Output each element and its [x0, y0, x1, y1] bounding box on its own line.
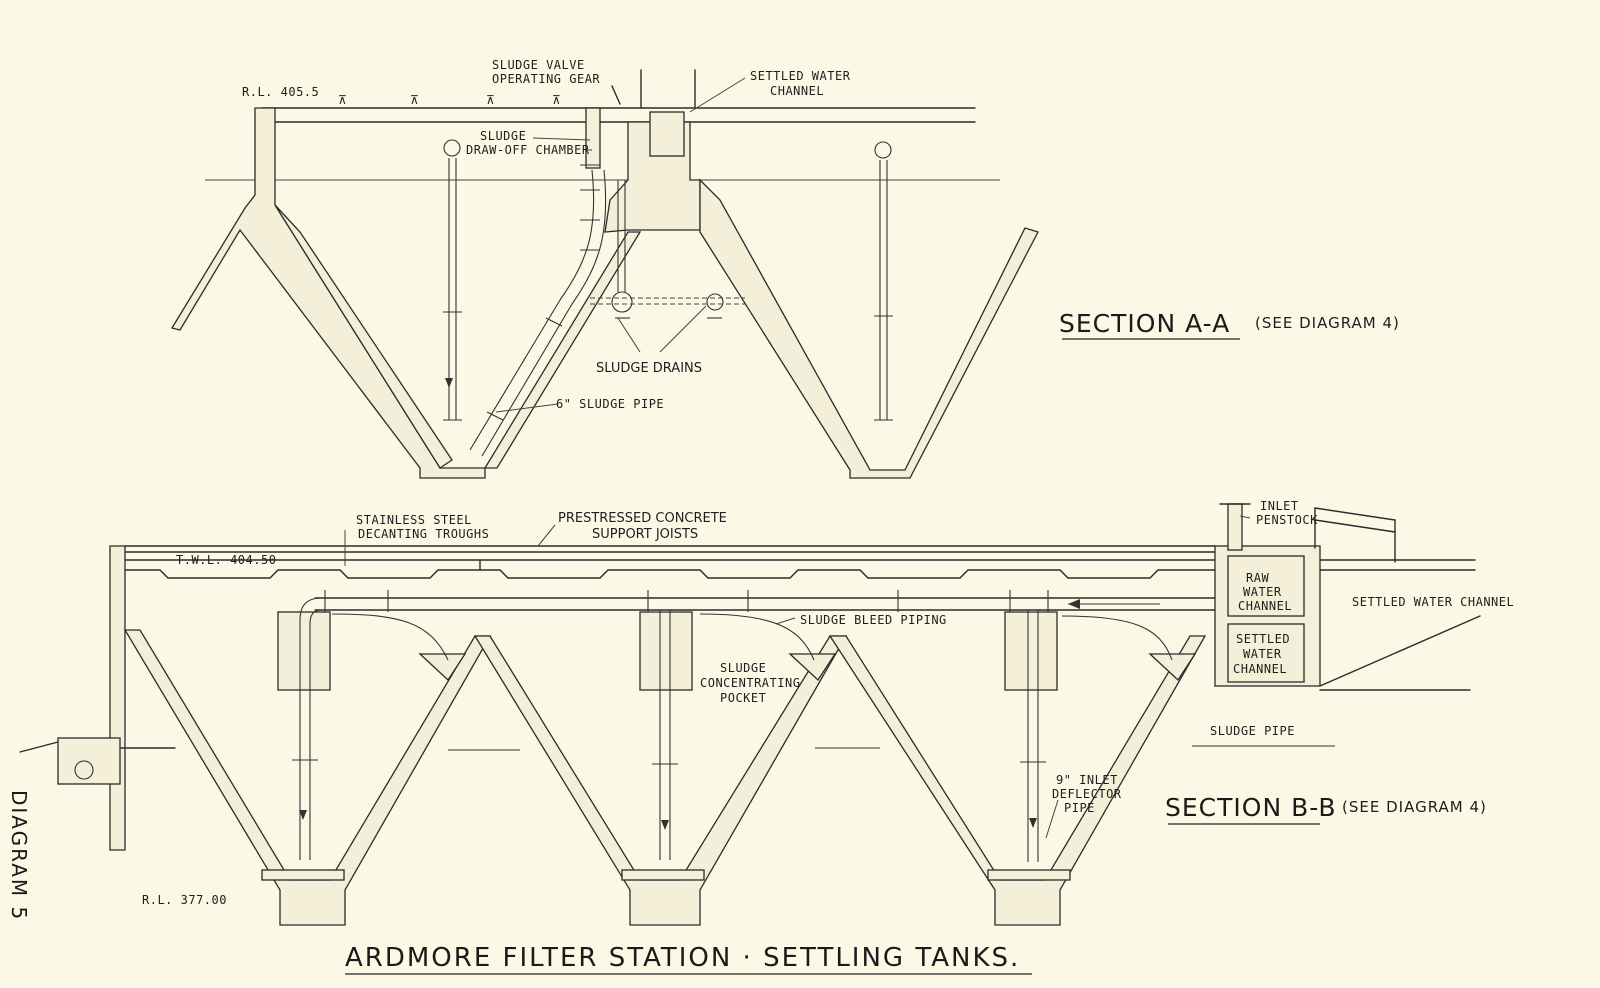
hopper-bb-3 [828, 635, 1207, 926]
deflector-label-3: PIPE [1064, 801, 1095, 815]
inlet-label-1: INLET [1260, 499, 1299, 513]
hopper-aa-left [170, 107, 486, 479]
sludge-pipe-label: SLUDGE PIPE [1210, 724, 1295, 738]
pocket-label-2: CONCENTRATING [700, 676, 800, 690]
svg-text:⊼: ⊼ [552, 93, 561, 107]
settled-box-label-2: WATER [1243, 647, 1282, 661]
diagram-number-label: DIAGRAM 5 [7, 790, 31, 921]
bleed-label: SLUDGE BLEED PIPING [800, 613, 947, 627]
troughs-label-2: DECANTING TROUGHS [358, 527, 489, 541]
deflector-label-2: DEFLECTOR [1052, 787, 1122, 801]
joists-label-1: PRESTRESSED CONCRETE [558, 511, 727, 526]
section-aa-note: (SEE DIAGRAM 4) [1255, 314, 1400, 332]
section-aa-structure: ⊼ ⊼ ⊼ ⊼ [170, 69, 1039, 479]
deflector-label-1: 9" INLET [1056, 773, 1118, 787]
sludge-valve-label-1: SLUDGE VALVE [492, 58, 585, 72]
section-bb-heading: SECTION B-B [1165, 793, 1337, 822]
section-aa-piping [443, 77, 893, 457]
hopper-aa-left-wall [274, 204, 453, 469]
svg-text:⊼: ⊼ [486, 93, 495, 107]
section-aa-labels: R.L. 405.5 SLUDGE VALVE OPERATING GEAR S… [242, 58, 1400, 411]
section-bb-labels: STAINLESS STEEL DECANTING TROUGHS PRESTR… [142, 499, 1514, 907]
raw-water-channel-box [1227, 555, 1305, 617]
settled-water-label-1: SETTLED WATER [750, 69, 851, 83]
rl-top-label: R.L. 405.5 [242, 85, 319, 99]
drawing-title: ARDMORE FILTER STATION · SETTLING TANKS. [345, 943, 1020, 973]
section-bb-note: (SEE DIAGRAM 4) [1342, 798, 1487, 816]
settled-water-channel-box-bb [1227, 623, 1305, 683]
svg-text:⊼: ⊼ [338, 93, 347, 107]
troughs-label-1: STAINLESS STEEL [356, 513, 472, 527]
left-valve-box [57, 737, 121, 785]
twl-label: T.W.L. 404.50 [176, 553, 276, 567]
left-wall-bb [109, 545, 126, 851]
settled-water-label-2: CHANNEL [770, 84, 824, 98]
raw-label-1: RAW [1246, 571, 1269, 585]
pocket-label-1: SLUDGE [720, 661, 766, 675]
inlet-label-2: PENSTOCK [1256, 513, 1318, 527]
settled-channel-right-label: SETTLED WATER CHANNEL [1352, 595, 1514, 609]
drawoff-label-2: DRAW-OFF CHAMBER [466, 143, 590, 157]
svg-text:⊼: ⊼ [410, 93, 419, 107]
raw-label-2: WATER [1243, 585, 1282, 599]
hopper-aa-left-right-wall [483, 231, 642, 469]
section-bb-structure [19, 503, 1481, 926]
section-bb-piping [292, 515, 1251, 862]
drawoff-label-1: SLUDGE [480, 129, 526, 143]
rl-bottom-label: R.L. 377.00 [142, 893, 227, 907]
settled-box-label-3: CHANNEL [1233, 662, 1287, 676]
sludge-pipe-6-label: 6" SLUDGE PIPE [556, 397, 664, 411]
sludge-valve-label-2: OPERATING GEAR [492, 72, 600, 86]
settled-box-label-1: SETTLED [1236, 632, 1290, 646]
hopper-aa-right [699, 178, 1039, 479]
pocket-label-3: POCKET [720, 691, 766, 705]
raw-label-3: CHANNEL [1238, 599, 1292, 613]
sludge-drains-label: SLUDGE DRAINS [596, 361, 702, 376]
settled-water-channel-box [649, 111, 685, 157]
section-aa-heading: SECTION A-A [1059, 309, 1230, 338]
joists-label-2: SUPPORT JOISTS [592, 527, 698, 542]
flow-arrows [299, 378, 1037, 830]
